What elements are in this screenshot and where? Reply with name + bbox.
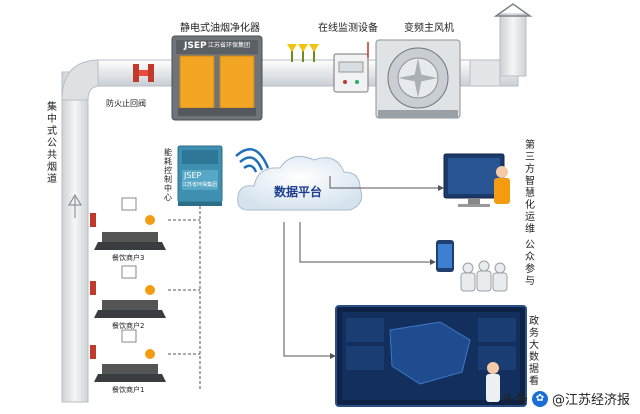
watermark-prefix: 头条 — [501, 393, 528, 408]
public-people-icon — [460, 260, 508, 292]
public-phone-icon — [436, 240, 454, 272]
control-company: 江苏省环保集团 — [182, 182, 218, 188]
paw-icon: ✿ — [531, 390, 548, 407]
shop-1-unit — [90, 329, 166, 382]
watermark-handle: @江苏经济报 — [551, 393, 630, 408]
third-party-label: 第三方智慧化运维 — [525, 140, 535, 235]
purifier-brand: JSEP — [184, 41, 207, 51]
exhaust-elbow — [469, 59, 501, 87]
third-party-monitor-icon — [443, 153, 510, 207]
monitor-device — [333, 42, 369, 93]
shop-3-unit — [90, 197, 166, 250]
control-network-lines — [168, 206, 201, 390]
purifier-unit — [171, 35, 263, 121]
sensor-probes-icon — [287, 44, 319, 62]
arrow-to-public — [430, 259, 436, 265]
purifier-company: 江苏省环保集团 — [208, 42, 251, 49]
fan-unit — [375, 39, 461, 119]
arrow-to-government — [330, 353, 336, 359]
shop-3-label: 餐饮商户3 — [112, 254, 145, 262]
wifi-signal-icon — [235, 148, 270, 173]
exhaust-riser — [499, 13, 527, 77]
watermark: 头条 ✿ @江苏经济报 — [502, 389, 630, 408]
platform-links — [283, 176, 438, 357]
purifier-label: 静电式油烟净化器 — [180, 23, 260, 34]
monitor-label: 在线监测设备 — [318, 23, 378, 34]
shop-1-label: 餐饮商户1 — [112, 386, 145, 394]
control-center-cabinet — [177, 145, 223, 206]
fire-valve-icon — [133, 64, 154, 82]
arrow-to-third-party — [438, 185, 444, 191]
control-brand: JSEP — [184, 171, 202, 180]
shop-2-unit — [90, 265, 166, 318]
control-center-label: 能耗控制中心 — [164, 148, 172, 202]
platform-label: 数据平台 — [274, 185, 323, 199]
duct-label: 集中式公共烟道 — [47, 102, 57, 185]
government-label: 政务大数据看 — [529, 316, 539, 387]
main-duct-elbow — [61, 59, 101, 101]
fan-label: 变频主风机 — [404, 23, 454, 34]
public-label: 公众参与 — [525, 240, 535, 287]
government-dashboard-screen — [335, 305, 527, 407]
main-vertical-duct — [61, 71, 89, 403]
shop-2-label: 餐饮商户2 — [112, 322, 145, 330]
exhaust-arrow — [493, 3, 533, 17]
fire-valve-label: 防火止回阀 — [106, 99, 146, 108]
